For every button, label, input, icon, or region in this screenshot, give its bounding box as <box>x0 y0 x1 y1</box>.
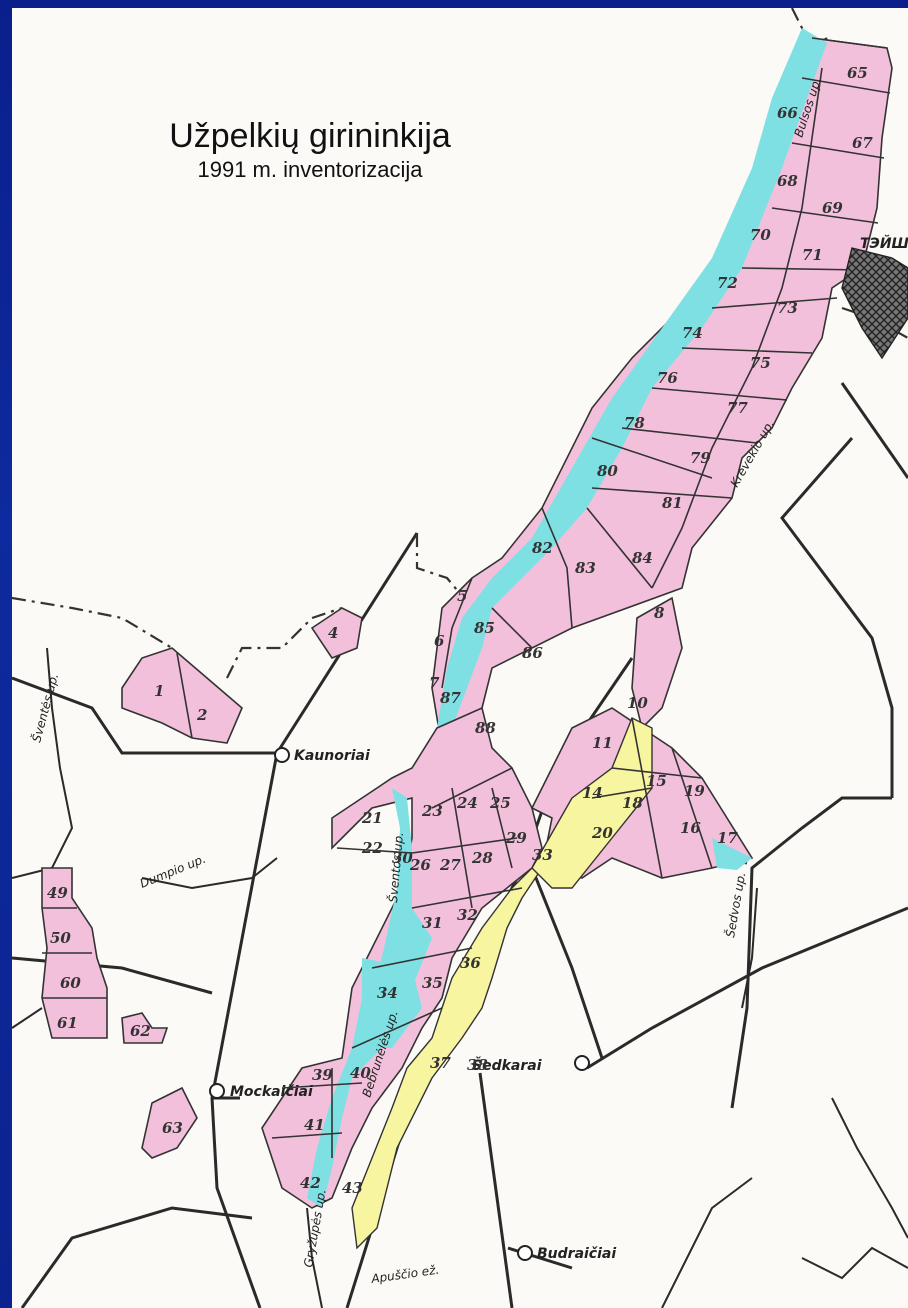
compartment-40: 40 <box>350 1064 371 1082</box>
compartment-33: 33 <box>532 846 553 864</box>
label-sedkarai: Šedkarai <box>472 1056 542 1074</box>
compartment-60: 60 <box>60 974 81 992</box>
compartment-4: 4 <box>328 624 338 642</box>
compartment-82: 82 <box>532 539 553 557</box>
compartment-22: 22 <box>361 839 383 857</box>
compartment-labels: 65 66 67 68 69 70 71 72 73 74 75 76 77 7… <box>47 64 873 1197</box>
compartment-35: 35 <box>422 974 443 992</box>
compartment-29: 29 <box>505 829 527 847</box>
compartment-38: 38 <box>467 1056 488 1074</box>
compartment-76: 76 <box>657 369 678 387</box>
label-kaunoriai: Kaunoriai <box>294 748 370 764</box>
compartment-24: 24 <box>456 794 478 812</box>
compartment-73: 73 <box>777 299 798 317</box>
compartment-31: 31 <box>422 914 443 932</box>
compartment-15: 15 <box>646 772 667 790</box>
compartment-17: 17 <box>717 829 738 847</box>
compartment-78: 78 <box>624 414 645 432</box>
compartment-83: 83 <box>575 559 596 577</box>
compartment-18: 18 <box>622 794 643 812</box>
compartment-23: 23 <box>421 802 443 820</box>
label-mockaiciai: Mockaičiai <box>230 1084 313 1100</box>
compartment-68: 68 <box>777 172 798 190</box>
compartment-8: 8 <box>654 604 665 622</box>
map-title: Užpelkių girininkija <box>169 117 451 155</box>
compartment-21: 21 <box>361 809 383 827</box>
compartment-5: 5 <box>457 587 467 605</box>
marker-mockaiciai <box>209 1083 225 1099</box>
compartment-10: 10 <box>627 694 648 712</box>
compartment-75: 75 <box>750 354 771 372</box>
compartment-87: 87 <box>440 689 461 707</box>
label-river-apuscio: Apuščio ež. <box>369 1263 440 1287</box>
compartment-1: 1 <box>154 682 164 700</box>
compartment-42: 42 <box>300 1174 321 1192</box>
label-river-upes-left: Šventos up. <box>385 831 406 903</box>
compartment-37: 37 <box>430 1054 451 1072</box>
forest-lower[interactable] <box>261 706 544 1250</box>
compartment-50: 50 <box>50 929 71 947</box>
map-frame: Kaunoriai Mockaičiai Šedkarai Budraičiai… <box>12 8 908 1308</box>
label-budraiciai: Budraičiai <box>537 1246 616 1262</box>
compartment-30: 30 <box>392 849 413 867</box>
compartment-19: 19 <box>684 782 705 800</box>
compartment-27: 27 <box>439 856 461 874</box>
compartment-74: 74 <box>682 324 703 342</box>
marker-sedkarai <box>574 1055 590 1071</box>
compartment-2: 2 <box>196 706 207 724</box>
compartment-43: 43 <box>342 1179 363 1197</box>
label-river-sedvos: Šedvos up. <box>722 871 748 939</box>
compartment-32: 32 <box>457 906 478 924</box>
compartment-14: 14 <box>582 784 603 802</box>
compartment-71: 71 <box>802 246 823 264</box>
forest-west-parcels[interactable] <box>41 607 363 1159</box>
compartment-28: 28 <box>471 849 493 867</box>
compartment-49: 49 <box>47 884 68 902</box>
compartment-65: 65 <box>847 64 868 82</box>
compartment-70: 70 <box>750 226 771 244</box>
marker-kaunoriai <box>274 747 290 763</box>
compartment-85: 85 <box>474 619 495 637</box>
compartment-77: 77 <box>727 399 748 417</box>
compartment-72: 72 <box>717 274 738 292</box>
compartment-84: 84 <box>632 549 653 567</box>
compartment-63: 63 <box>162 1119 183 1137</box>
compartment-81: 81 <box>662 494 683 512</box>
compartment-86: 86 <box>522 644 543 662</box>
label-town-edge: ТЭЙШ <box>860 235 908 252</box>
title-block: Užpelkių girininkija 1991 m. inventoriza… <box>120 116 500 184</box>
compartment-41: 41 <box>304 1116 325 1134</box>
compartment-67: 67 <box>852 134 873 152</box>
map-subtitle: 1991 m. inventorizacija <box>197 157 423 182</box>
compartment-66: 66 <box>777 104 798 122</box>
compartment-25: 25 <box>489 794 511 812</box>
compartment-7: 7 <box>429 674 440 692</box>
compartment-88: 88 <box>475 719 496 737</box>
compartment-6: 6 <box>434 632 445 650</box>
marker-budraiciai <box>517 1245 533 1261</box>
compartment-36: 36 <box>460 954 481 972</box>
compartment-20: 20 <box>591 824 613 842</box>
compartment-39: 39 <box>312 1066 333 1084</box>
compartment-61: 61 <box>57 1014 78 1032</box>
compartment-34: 34 <box>377 984 398 1002</box>
town-area <box>841 247 908 360</box>
compartment-80: 80 <box>597 462 618 480</box>
compartment-11: 11 <box>592 734 613 752</box>
compartment-62: 62 <box>130 1022 151 1040</box>
compartment-69: 69 <box>822 199 843 217</box>
compartment-16: 16 <box>680 819 701 837</box>
compartment-26: 26 <box>409 856 431 874</box>
forest-map[interactable]: Kaunoriai Mockaičiai Šedkarai Budraičiai… <box>12 8 908 1308</box>
compartment-79: 79 <box>690 449 711 467</box>
forest-east[interactable] <box>530 596 754 889</box>
